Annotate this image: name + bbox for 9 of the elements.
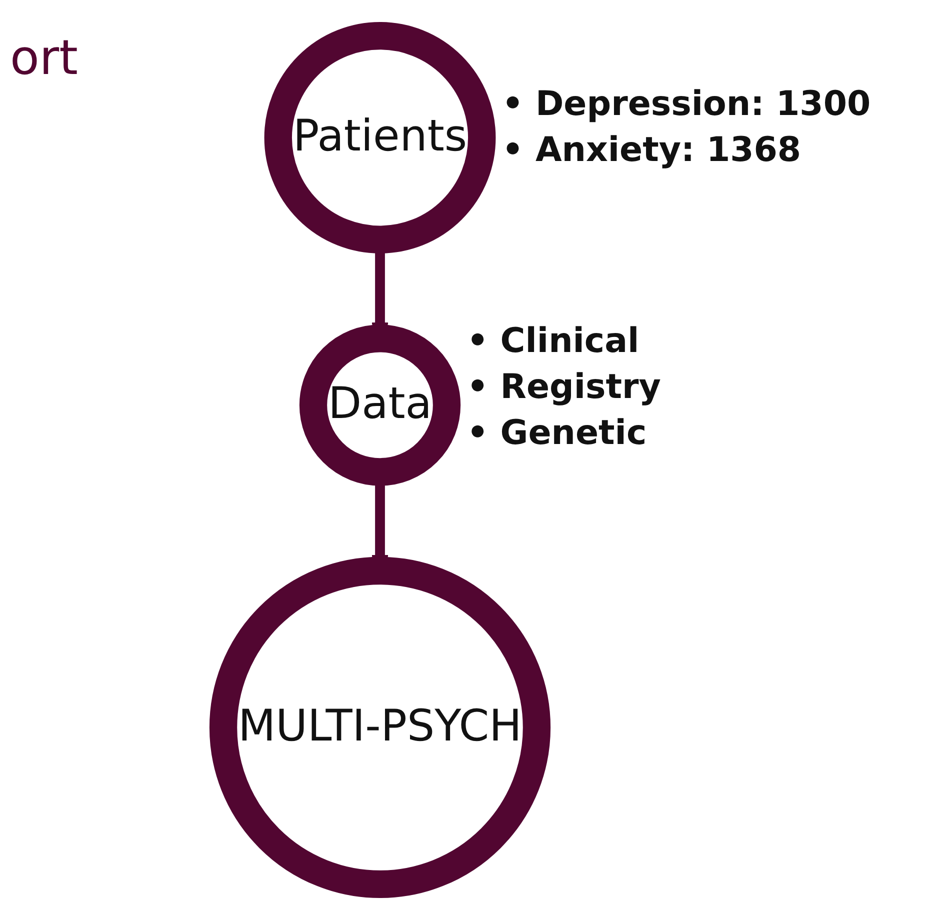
bullet-text: • Anxiety: 1368 [502,130,802,170]
bullet-text: • Clinical [466,321,640,362]
heading-fragment: ort [10,30,78,86]
node-circle: MULTI-PSYCH [209,556,551,898]
node-circle: Data [299,324,461,486]
bullet-text: • Depression: 1300 [502,84,871,124]
bullet-text: • Genetic [466,413,647,454]
bullet-text: • Registry [466,367,661,408]
node-circle: Patients [264,22,496,254]
